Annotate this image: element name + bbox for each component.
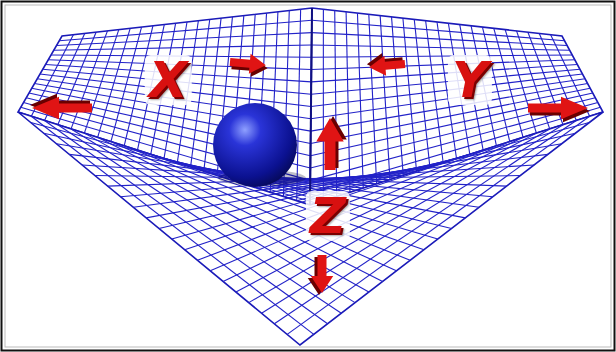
corner-edge <box>310 8 312 205</box>
arrow-body <box>32 97 92 120</box>
grid-line <box>56 144 350 193</box>
grid-line <box>312 45 570 50</box>
grid-line <box>312 55 573 57</box>
grid-line <box>311 74 583 107</box>
axis-arrow <box>528 97 590 123</box>
axis-label: X <box>145 55 192 105</box>
arrow-body <box>229 52 267 75</box>
sphere <box>213 103 297 187</box>
arrow-body <box>311 255 334 293</box>
arrow-body <box>528 97 588 120</box>
arrow-body <box>316 118 344 170</box>
grid-line <box>57 33 312 46</box>
grid-line <box>59 20 312 40</box>
axis-label: Z <box>306 191 350 241</box>
axis-arrow <box>316 116 347 170</box>
grid-line <box>287 116 590 334</box>
axis-arrow <box>30 94 92 120</box>
axis-arrow <box>229 52 269 78</box>
grid-line <box>311 60 574 70</box>
grid-line <box>274 120 576 323</box>
arrow-body <box>368 54 406 77</box>
grid-planes <box>18 8 603 345</box>
axis-label: Y <box>448 55 492 105</box>
axis-arrows <box>30 51 590 295</box>
grid-line <box>312 33 567 46</box>
grid-line <box>262 125 563 314</box>
grid-line <box>312 20 565 40</box>
inner-frame <box>5 5 611 347</box>
grid-line <box>146 163 443 218</box>
grid-line <box>54 45 312 50</box>
axis-arrow <box>366 51 406 77</box>
axis-arrow <box>308 255 334 295</box>
